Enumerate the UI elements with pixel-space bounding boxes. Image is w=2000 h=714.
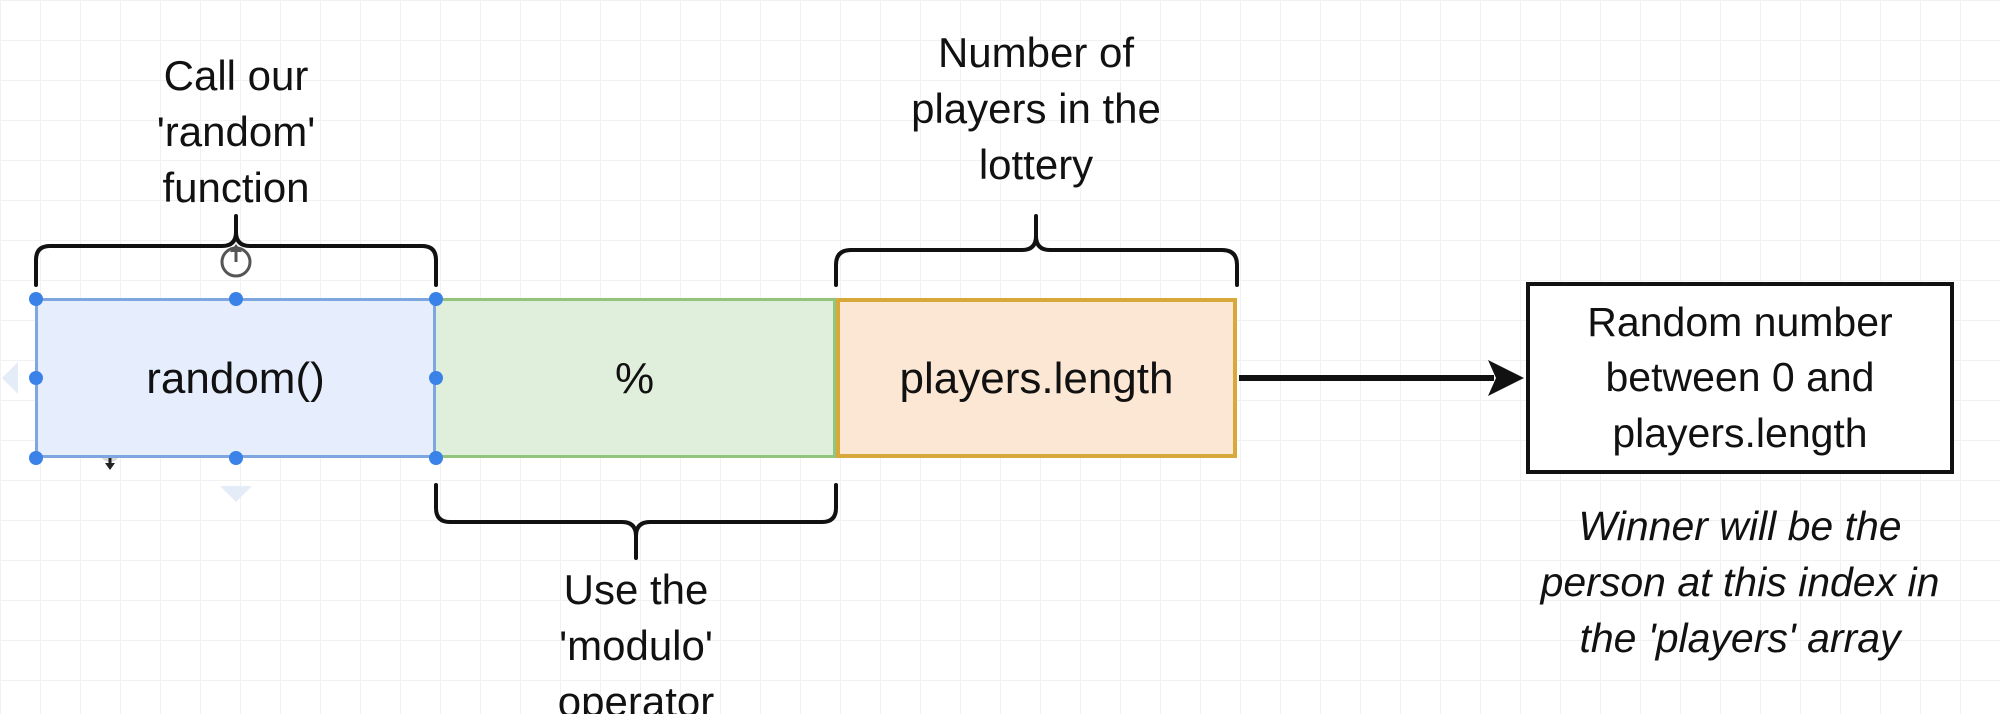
players-length-box[interactable]: players.length	[836, 298, 1237, 458]
modulo-operator-label: Use the 'modulo' operator	[557, 566, 715, 714]
players-count-label: Number of players in the lottery	[911, 29, 1161, 188]
arrow-to-result	[1239, 360, 1524, 396]
brace-players	[834, 214, 1239, 287]
bottom-hint-arrow-icon	[220, 486, 252, 502]
selection-handle-middle-left[interactable]	[29, 371, 43, 385]
selection-handle-bottom-right[interactable]	[429, 451, 443, 465]
players-length-text: players.length	[899, 353, 1174, 403]
selection-handle-top-left[interactable]	[29, 292, 43, 306]
brace-random	[34, 214, 438, 287]
modulo-operator-text: %	[614, 353, 655, 403]
selection-handle-bottom-center[interactable]	[229, 451, 243, 465]
winner-note: Winner will be the person at this index …	[1540, 503, 1940, 661]
random-function-text: random()	[146, 353, 325, 403]
side-hint-arrow-icon	[2, 362, 18, 394]
result-text: Random number between 0 and players.leng…	[1587, 298, 1893, 456]
selection-handle-top-right[interactable]	[429, 292, 443, 306]
modulo-operator-box[interactable]: %	[436, 298, 836, 458]
result-box[interactable]: Random number between 0 and players.leng…	[1526, 282, 1954, 474]
selection-handle-middle-right[interactable]	[429, 371, 443, 385]
random-function-label: Call our 'random' function	[156, 52, 316, 211]
random-function-box[interactable]: random()	[35, 298, 436, 458]
brace-modulo	[434, 483, 838, 560]
rotate-icon[interactable]	[220, 244, 252, 278]
selection-handle-bottom-left[interactable]	[29, 451, 43, 465]
selection-handle-top-center[interactable]	[229, 292, 243, 306]
